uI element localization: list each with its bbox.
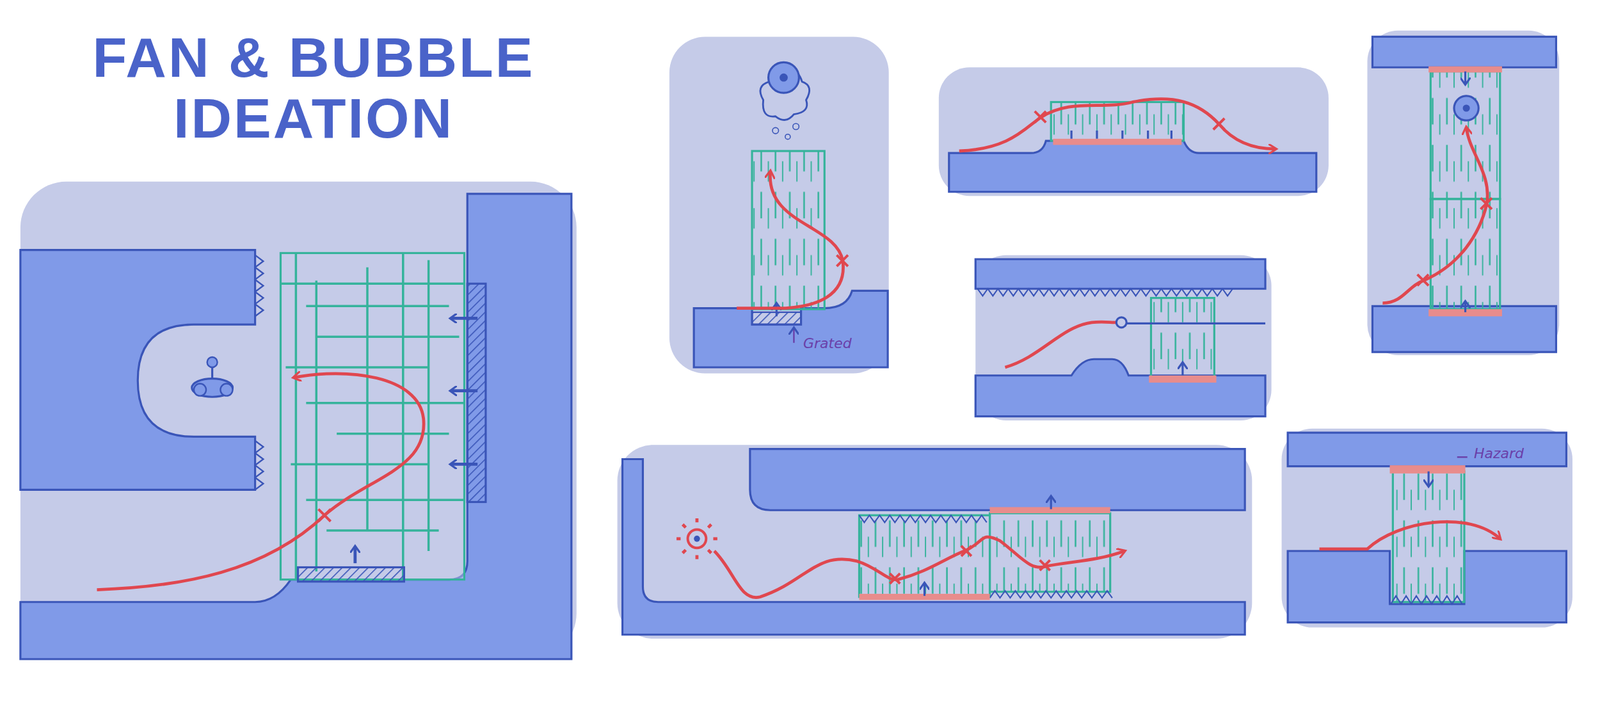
panel-hazard-pit-part bbox=[1319, 521, 1501, 550]
bubble-cloud-part bbox=[792, 123, 800, 130]
panel-vertical-shaft-part bbox=[1464, 302, 1467, 313]
panel-hazard-pit-part bbox=[1390, 595, 1463, 605]
panel-ceiling-spikes-part bbox=[1181, 363, 1184, 376]
panel-corridor-fans-part bbox=[750, 449, 1245, 511]
panel-fan-room-part bbox=[20, 250, 256, 491]
bubble-cloud-part bbox=[785, 134, 791, 140]
panel-ceiling-spikes-part bbox=[975, 255, 1272, 421]
panel-fan-room-part bbox=[255, 255, 264, 491]
panel-fan-room bbox=[20, 181, 577, 660]
panel-corridor-fans-part bbox=[990, 513, 1111, 592]
panel-fan-room-part bbox=[298, 567, 405, 582]
valve-icon-part bbox=[207, 357, 218, 368]
panel-ceiling-spikes-part bbox=[977, 288, 1233, 296]
panel-hazard-pit-part bbox=[1427, 471, 1430, 486]
spiky-enemy-part bbox=[676, 518, 718, 560]
panel-ceiling-spikes-part bbox=[1150, 298, 1215, 378]
panel-corridor-fans-part bbox=[617, 444, 1253, 639]
panel-ceiling-spikes-part bbox=[1148, 375, 1216, 383]
title-heading: FAN & BUBBLE IDEATION bbox=[44, 26, 583, 149]
panel-corridor-fans-part bbox=[990, 590, 1113, 598]
panel-ceiling-spikes-part bbox=[1122, 322, 1266, 325]
valve-icon-part bbox=[192, 378, 233, 398]
panel-fan-room-part bbox=[467, 283, 486, 502]
panel-fan-room-part bbox=[451, 389, 478, 393]
panel-corridor-fans bbox=[617, 444, 1253, 639]
panel-fan-room-part bbox=[20, 181, 577, 660]
panel-vertical-shaft-part bbox=[1464, 71, 1467, 84]
panel-grated-fan-part bbox=[775, 304, 778, 317]
panel-grated-fan bbox=[669, 36, 889, 374]
panel-hazard-pit-part bbox=[1287, 432, 1567, 467]
panel-fan-room-part bbox=[353, 547, 357, 564]
panel-fan-room-part bbox=[20, 193, 572, 660]
grated-note: Grated bbox=[801, 335, 854, 352]
panel-vertical-shaft-part bbox=[1367, 30, 1560, 356]
panel-vertical-shaft-part bbox=[1382, 127, 1488, 303]
panel-grated-fan-part bbox=[669, 36, 889, 374]
panel-grated-fan-part bbox=[836, 255, 848, 267]
spiky-enemy-part bbox=[688, 529, 707, 549]
panel-hump-fans-part bbox=[959, 99, 1276, 152]
panel-ceiling-spikes-part bbox=[1116, 317, 1127, 328]
panel-vertical-shaft bbox=[1367, 30, 1560, 356]
panel-vertical-shaft-part bbox=[1372, 36, 1556, 68]
panel-hazard-pit-part bbox=[1457, 456, 1468, 458]
panel-grated-fan-part bbox=[792, 328, 795, 343]
valve-icon bbox=[192, 357, 233, 397]
panel-hazard-pit bbox=[1281, 428, 1573, 628]
panel-corridor-fans-part bbox=[714, 536, 1125, 598]
panel-fan-room-part bbox=[451, 462, 478, 466]
valve-icon-part bbox=[193, 384, 207, 397]
panel-grated-fan-part bbox=[736, 171, 843, 309]
panel-corridor-fans-part bbox=[889, 545, 1050, 584]
hazard-note: Hazard bbox=[1472, 445, 1526, 462]
panel-vertical-shaft-part bbox=[1430, 71, 1500, 200]
panel-ceiling-spikes-part bbox=[1004, 321, 1117, 368]
panel-vertical-shaft-part bbox=[1372, 305, 1556, 352]
panel-corridor-fans-part bbox=[1050, 496, 1053, 509]
panel-ceiling-spikes bbox=[975, 255, 1272, 421]
bubble-cloud bbox=[760, 62, 810, 139]
panel-ceiling-spikes-part bbox=[975, 359, 1266, 416]
panel-hazard-pit-part bbox=[1281, 428, 1573, 628]
bubble-cloud-part bbox=[779, 73, 788, 82]
panel-hump-fans-part bbox=[1052, 138, 1182, 146]
panel-vertical-shaft-part bbox=[1430, 199, 1500, 310]
bubble-cloud-part bbox=[772, 127, 779, 134]
spiky-enemy-part bbox=[693, 535, 701, 543]
panel-ceiling-spikes-part bbox=[975, 259, 1266, 289]
panel-corridor-fans-part bbox=[858, 515, 987, 523]
panel-fan-room-part bbox=[96, 373, 424, 591]
panel-corridor-fans-part bbox=[622, 459, 1246, 635]
panel-fan-room-part bbox=[318, 509, 331, 522]
panel-hazard-pit-part bbox=[1392, 471, 1465, 603]
panel-fan-room-part bbox=[451, 316, 478, 320]
panel-hump-fans-part bbox=[1034, 111, 1225, 130]
panel-vertical-shaft-part bbox=[1454, 96, 1479, 121]
bubble-cloud-part bbox=[768, 62, 800, 93]
panel-hump-fans-part bbox=[938, 67, 1329, 196]
spiky-enemy bbox=[676, 518, 718, 560]
panel-corridor-fans-part bbox=[923, 583, 926, 596]
panel-vertical-shaft-part bbox=[1463, 104, 1471, 112]
panel-hump-fans bbox=[938, 67, 1329, 196]
valve-icon-part bbox=[220, 384, 233, 397]
panel-hump-fans-part bbox=[1071, 130, 1172, 139]
panel-hazard-pit-part bbox=[1390, 465, 1466, 474]
panel-vertical-shaft-part bbox=[1417, 197, 1492, 286]
